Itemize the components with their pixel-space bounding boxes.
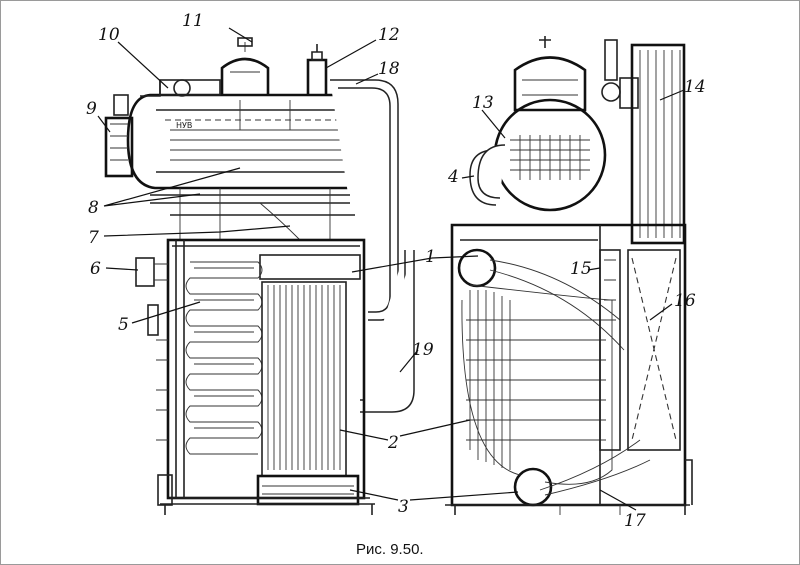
label-18: 18 bbox=[378, 59, 400, 79]
label-14: 14 bbox=[684, 77, 706, 97]
label-13: 13 bbox=[472, 93, 494, 113]
boiler-side-view bbox=[104, 37, 415, 515]
figure-caption: Рис. 9.50. bbox=[356, 541, 424, 558]
number-labels: 11 12 10 18 9 8 7 6 5 1 19 2 3 13 4 14 1… bbox=[86, 11, 706, 531]
boiler-front-view bbox=[445, 36, 693, 515]
label-2: 2 bbox=[387, 433, 399, 453]
label-6: 6 bbox=[90, 259, 101, 279]
label-4: 4 bbox=[447, 167, 459, 187]
label-1: 1 bbox=[425, 247, 436, 267]
label-3: 3 bbox=[398, 497, 409, 517]
label-16: 16 bbox=[674, 291, 696, 311]
label-7: 7 bbox=[88, 228, 99, 248]
marking-text: НУВ bbox=[176, 121, 192, 130]
label-12: 12 bbox=[378, 25, 400, 45]
label-9: 9 bbox=[86, 99, 97, 119]
label-11: 11 bbox=[182, 11, 204, 31]
label-15: 15 bbox=[570, 259, 592, 279]
label-5: 5 bbox=[118, 315, 129, 335]
label-8: 8 bbox=[88, 198, 99, 218]
label-17: 17 bbox=[624, 511, 646, 531]
label-10: 10 bbox=[98, 25, 120, 45]
label-19: 19 bbox=[412, 340, 434, 360]
leader-lines bbox=[97, 27, 685, 511]
